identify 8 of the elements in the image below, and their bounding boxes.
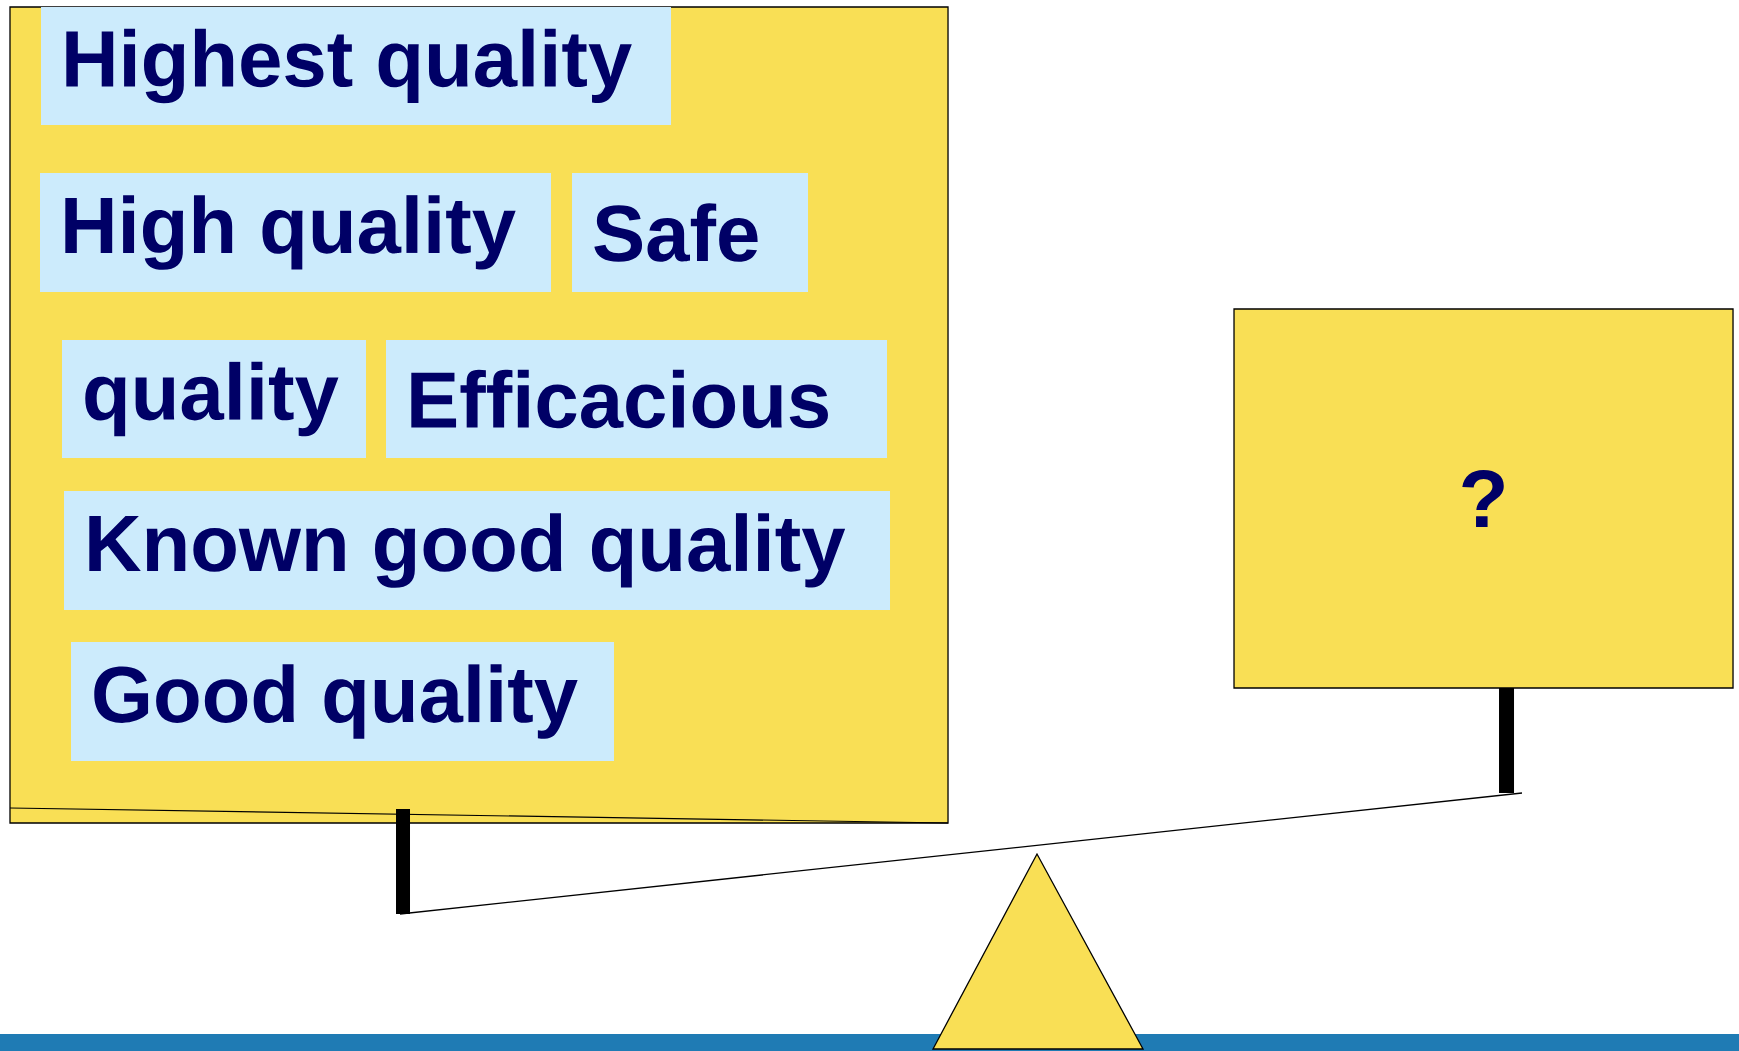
quality-label: quality — [62, 340, 366, 458]
scale-pan: ? — [1233, 308, 1734, 689]
quality-label: Efficacious — [386, 340, 887, 458]
quality-label: Safe — [572, 173, 808, 292]
quality-label: High quality — [40, 173, 551, 292]
quality-label: Known good quality — [64, 491, 890, 610]
quality-label: Good quality — [71, 642, 614, 761]
quality-label: Highest quality — [41, 7, 671, 125]
